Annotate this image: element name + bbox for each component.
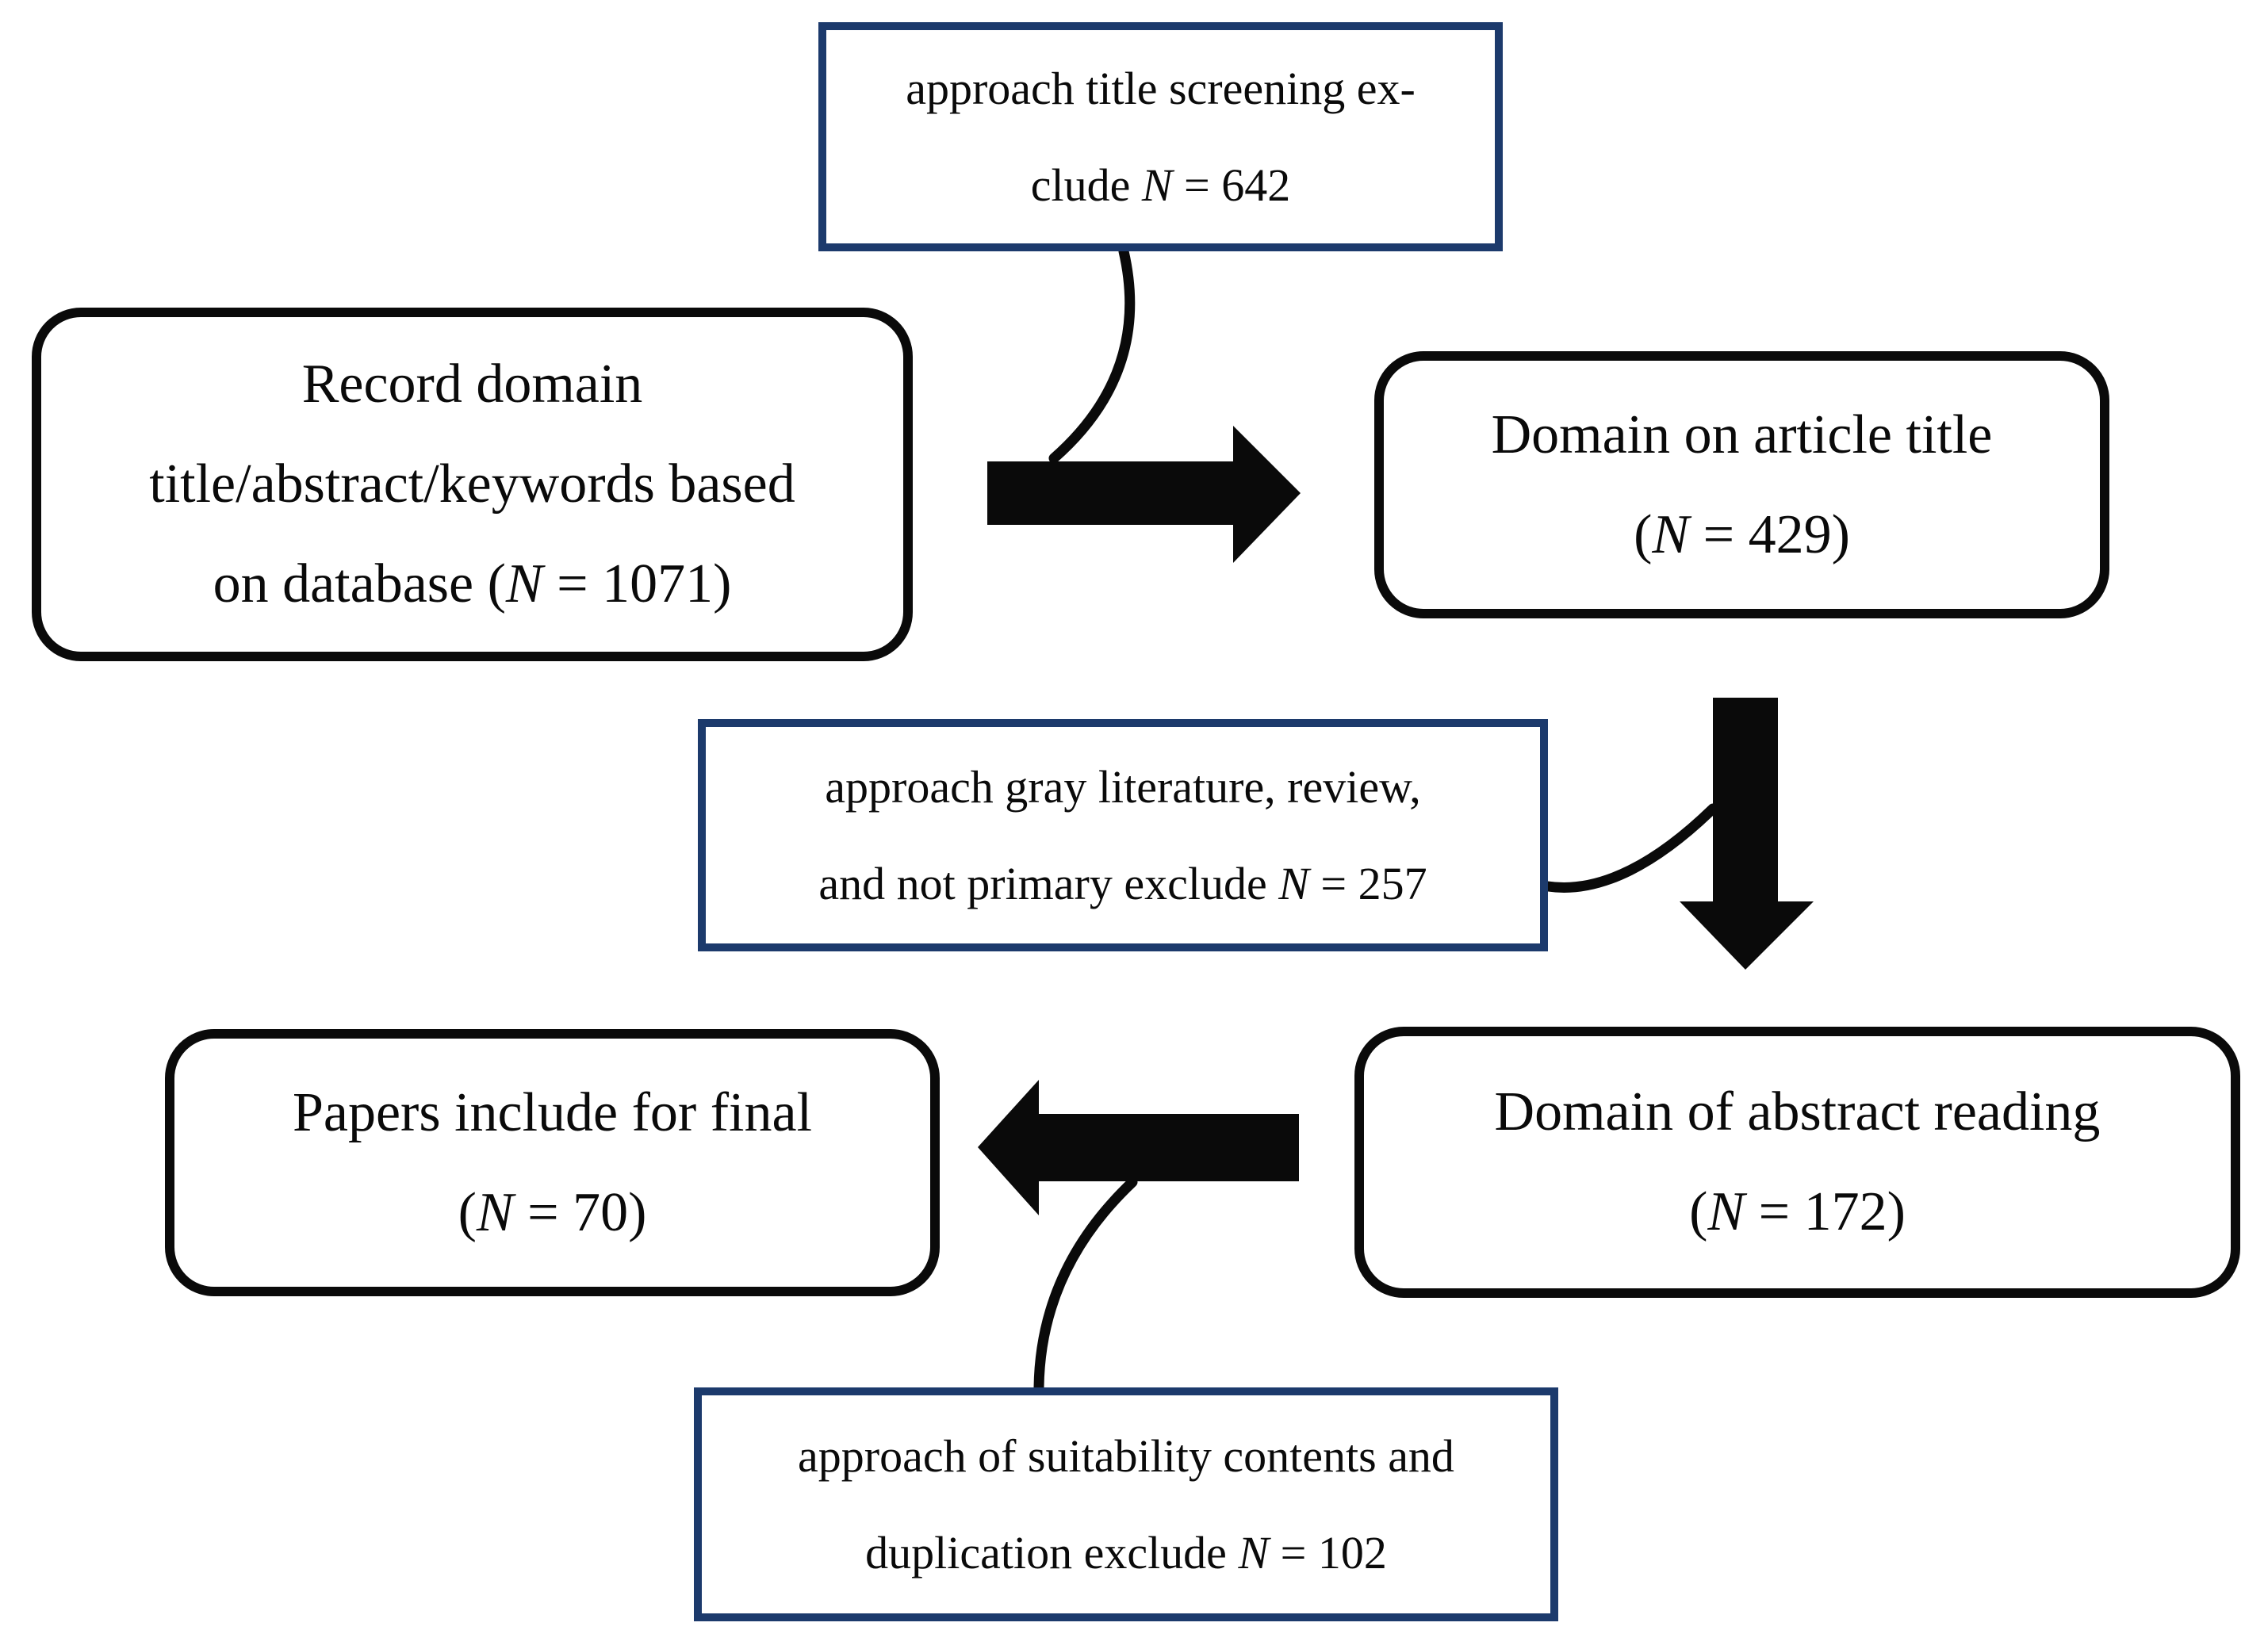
callout-exclude-gray-literature: approach gray literature, review, and no…: [698, 719, 1548, 951]
callout-text-line: approach title screening ex-: [906, 40, 1416, 137]
box-domain-article-title: Domain on article title (N = 429): [1374, 351, 2109, 618]
box-text-line: (N = 172): [1689, 1162, 1906, 1262]
line-text: = 102: [1269, 1526, 1387, 1579]
callout-text-line: and not primary exclude N = 257: [818, 836, 1427, 932]
n-variable: N: [1141, 159, 1173, 211]
connector-curve-gray-exclusion: [1542, 803, 1718, 893]
line-text: = 642: [1172, 159, 1291, 211]
line-text: on database (: [213, 553, 506, 614]
line-text: Domain of abstract reading: [1494, 1081, 2101, 1142]
line-text: = 172): [1745, 1181, 1906, 1242]
block-arrow-down-icon: [1680, 698, 1814, 970]
box-papers-final: Papers include for final (N = 70): [165, 1029, 940, 1296]
box-record-source: Record domain title/abstract/keywords ba…: [32, 308, 913, 661]
line-text: = 1071): [542, 553, 732, 614]
line-text: (: [458, 1181, 477, 1243]
box-text-line: Domain of abstract reading: [1495, 1062, 2101, 1162]
box-text-line: Papers include for final: [293, 1063, 812, 1163]
callout-exclude-title-screening: approach title screening ex- clude N = 6…: [818, 22, 1503, 251]
n-variable: N: [1238, 1526, 1270, 1579]
box-text-line: Domain on article title: [1492, 385, 1993, 485]
line-text: duplication exclude: [865, 1526, 1239, 1579]
box-text-line: (N = 70): [458, 1163, 647, 1263]
line-text: = 429): [1689, 503, 1850, 565]
box-text-line: on database (N = 1071): [213, 534, 732, 634]
block-arrow-right-icon: [987, 426, 1301, 563]
line-text: approach gray literature, review,: [825, 760, 1421, 813]
line-text: approach of suitability contents and: [798, 1429, 1454, 1482]
line-text: (: [1634, 503, 1653, 565]
callout-text-line: clude N = 642: [1031, 137, 1291, 234]
n-variable: N: [1707, 1181, 1745, 1242]
line-text: = 257: [1308, 857, 1427, 909]
box-domain-abstract-reading: Domain of abstract reading (N = 172): [1354, 1027, 2240, 1298]
line-text: title/abstract/keywords based: [149, 453, 795, 515]
callout-text-line: approach gray literature, review,: [825, 739, 1420, 836]
callout-exclude-suitability: approach of suitability contents and dup…: [694, 1387, 1558, 1621]
line-text: = 70): [513, 1181, 647, 1243]
line-text: clude: [1030, 159, 1142, 211]
block-arrow-left-icon: [978, 1080, 1299, 1215]
box-text-line: title/abstract/keywords based: [149, 434, 795, 534]
line-text: approach title screening ex-: [906, 62, 1416, 114]
line-text: Record domain: [301, 354, 643, 415]
box-text-line: (N = 429): [1634, 485, 1850, 585]
line-text: Papers include for final: [292, 1081, 813, 1143]
line-text: and not primary exclude: [818, 857, 1279, 909]
callout-text-line: approach of suitability contents and: [798, 1408, 1454, 1505]
line-text: (: [1689, 1181, 1708, 1242]
connector-curve-suitability-exclusion: [1033, 1177, 1138, 1393]
box-text-line: Record domain: [302, 335, 643, 434]
n-variable: N: [1278, 857, 1309, 909]
callout-text-line: duplication exclude N = 102: [865, 1505, 1387, 1601]
line-text: Domain on article title: [1491, 404, 1993, 465]
n-variable: N: [476, 1181, 514, 1243]
n-variable: N: [1652, 503, 1690, 565]
connector-curve-title-exclusion: [1048, 246, 1136, 464]
n-variable: N: [505, 553, 543, 614]
